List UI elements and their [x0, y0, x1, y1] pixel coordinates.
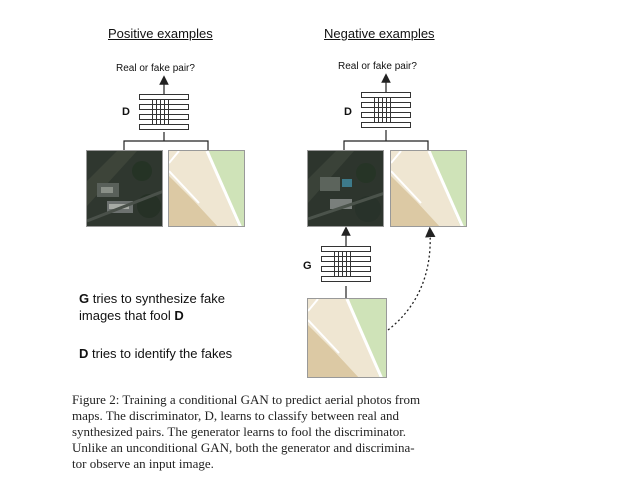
- positive-question: Real or fake pair?: [116, 63, 195, 74]
- positive-aerial-photo: [86, 150, 163, 227]
- negative-map-image: [390, 150, 467, 227]
- caption-line: maps. The discriminator, D, learns to cl…: [72, 408, 400, 423]
- positive-discriminator-net: [139, 94, 191, 134]
- discriminator-note: D tries to identify the fakes: [79, 346, 233, 361]
- positive-examples-heading: Positive examples: [108, 26, 213, 41]
- positive-d-label: D: [122, 106, 130, 118]
- caption-line: Figure 2: Training a conditional GAN to …: [72, 392, 421, 407]
- negative-discriminator-net: [361, 92, 413, 132]
- generator-note: G tries to synthesize fake images that f…: [79, 291, 225, 323]
- generator-g-label: G: [303, 260, 312, 272]
- generator-input-map: [307, 298, 387, 378]
- negative-question: Real or fake pair?: [338, 61, 417, 72]
- negative-fake-aerial-photo: [307, 150, 384, 227]
- negative-input-branch: [343, 130, 429, 150]
- figure-caption: Figure 2: Training a conditional GAN to …: [72, 392, 492, 472]
- caption-line: Unlike an unconditional GAN, both the ge…: [72, 440, 415, 455]
- negative-d-label: D: [344, 106, 352, 118]
- positive-input-branch: [123, 132, 209, 150]
- generator-net: [321, 246, 373, 286]
- negative-examples-heading: Negative examples: [324, 26, 435, 41]
- caption-line: tor observe an input image.: [72, 456, 214, 471]
- positive-map-image: [168, 150, 245, 227]
- input-copy-dotted-arrow: [387, 226, 436, 331]
- caption-line: synthesized pairs. The generator learns …: [72, 424, 407, 439]
